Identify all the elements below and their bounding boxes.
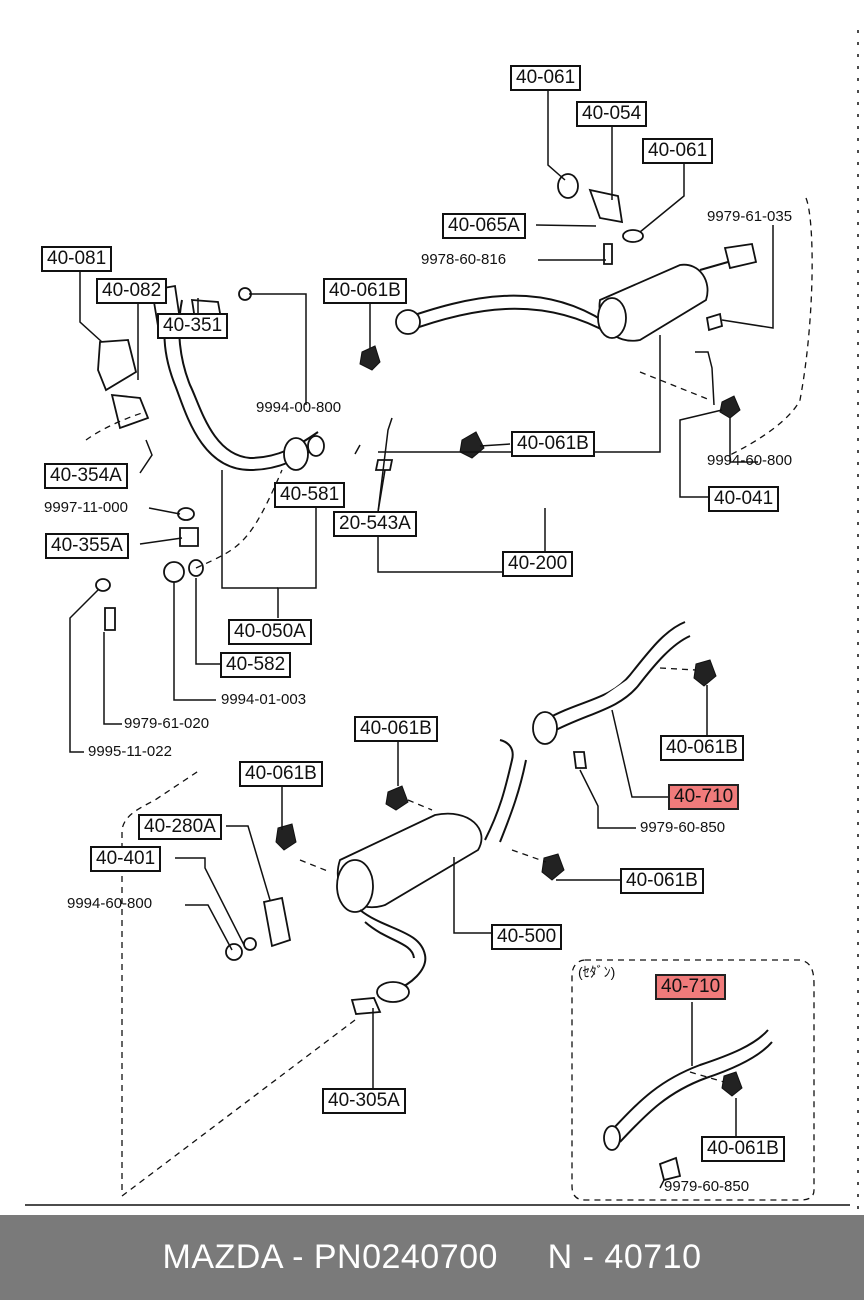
part-label: 40-200 — [502, 551, 574, 577]
part-label: 40-305A — [322, 1088, 406, 1114]
part-label: 40-054 — [576, 101, 648, 127]
part-label: 40-355A — [45, 533, 129, 559]
part-label: 40-082 — [96, 278, 168, 304]
part-number: 9979-61-035 — [707, 208, 793, 225]
part-number: 9994-60-800 — [707, 452, 793, 469]
part-label: 40-061 — [642, 138, 714, 164]
part-label: 40-061B — [354, 716, 438, 742]
part-label: 40-081 — [41, 246, 113, 272]
part-number: 9978-60-816 — [421, 251, 507, 268]
part-number: 9995-11-022 — [88, 743, 172, 760]
part-number: 9979-60-850 — [664, 1178, 750, 1195]
part-label: 40-354A — [44, 463, 128, 489]
part-label: 40-401 — [90, 846, 162, 872]
part-number: 9994-01-003 — [221, 691, 307, 708]
part-label-highlighted: 40-710 — [668, 784, 740, 810]
footer-part-number: MAZDA - PN0240700 N - 40710 — [162, 1238, 702, 1276]
part-label-highlighted: 40-710 — [655, 974, 727, 1000]
part-label: 40-351 — [157, 313, 229, 339]
part-label: 40-061B — [511, 431, 595, 457]
part-label: 40-581 — [274, 482, 346, 508]
exhaust-parts-diagram: 40-061 40-054 40-061 40-065A 40-081 40-0… — [25, 30, 859, 1210]
part-label: 40-061B — [701, 1136, 785, 1162]
footer-bar: MAZDA - PN0240700 N - 40710 — [0, 1215, 864, 1300]
part-label: 40-065A — [442, 213, 526, 239]
part-label: 40-280A — [138, 814, 222, 840]
part-number: 9979-60-850 — [640, 819, 726, 836]
part-label: 40-500 — [491, 924, 563, 950]
part-label: 40-061B — [620, 868, 704, 894]
diagram-drawing — [25, 30, 859, 1210]
part-number: 9994-00-800 — [256, 399, 342, 416]
variant-note: (ｾﾀﾞﾝ) — [578, 964, 616, 980]
part-label: 40-041 — [708, 486, 780, 512]
part-number: 9994-60-800 — [67, 895, 153, 912]
part-label: 40-061B — [323, 278, 407, 304]
part-number: 9979-61-020 — [124, 715, 210, 732]
part-label: 40-050A — [228, 619, 312, 645]
part-label: 40-061B — [660, 735, 744, 761]
part-label: 40-061B — [239, 761, 323, 787]
part-label: 40-061 — [510, 65, 582, 91]
part-label: 40-582 — [220, 652, 292, 678]
part-label: 20-543A — [333, 511, 417, 537]
part-number: 9997-11-000 — [44, 499, 128, 516]
